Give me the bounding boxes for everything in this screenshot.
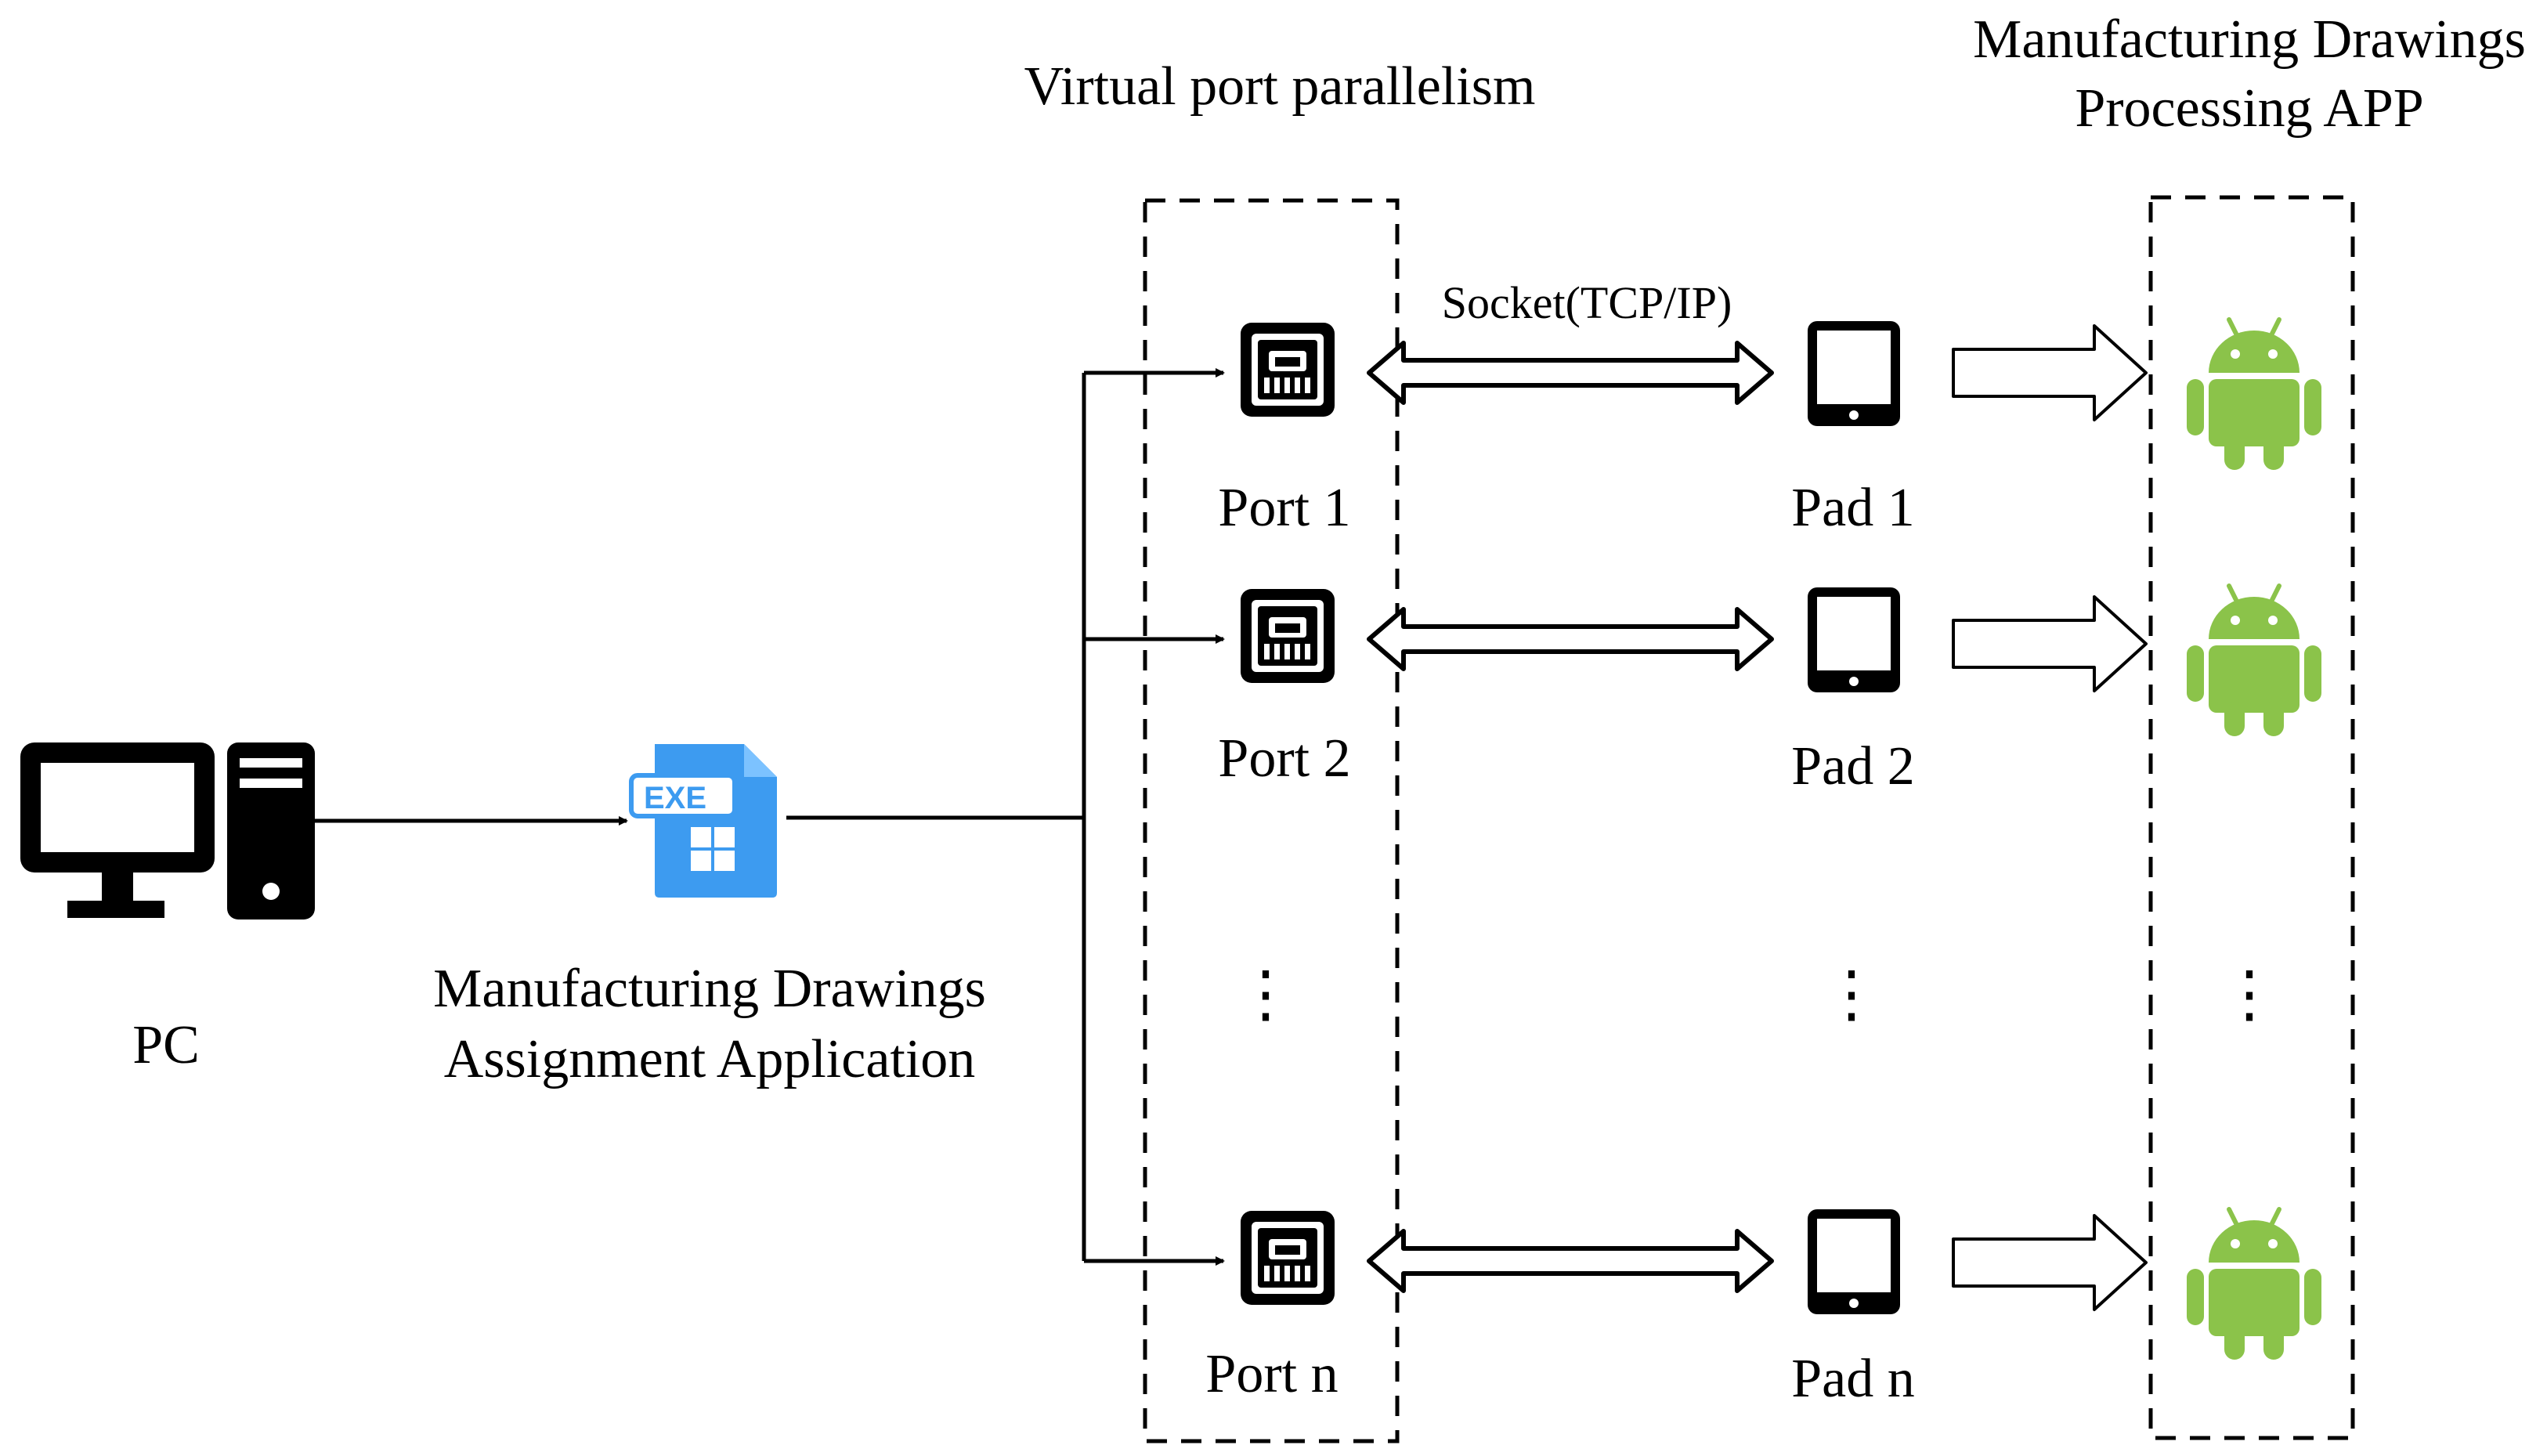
tablet-icon	[1808, 1209, 1900, 1314]
port-label: Port 1	[1218, 478, 1351, 538]
socket-label: Socket(TCP/IP)	[1441, 277, 1732, 328]
pad-label: Pad n	[1791, 1349, 1915, 1409]
port-label: Port n	[1205, 1344, 1339, 1404]
install-arrow	[1952, 324, 2148, 421]
virtual-port-title: Virtual port parallelism	[1024, 56, 1536, 117]
socket-link-arrow	[1369, 1231, 1772, 1291]
network-port-icon	[1241, 1211, 1335, 1305]
virtual-ports-dashed-box	[1143, 198, 1400, 1443]
apps-ellipsis: ⋮	[2218, 960, 2281, 1029]
network-port-icon	[1241, 589, 1335, 683]
network-port-icon	[1241, 323, 1335, 417]
pad-label: Pad 2	[1791, 736, 1915, 797]
install-arrow	[1952, 595, 2148, 692]
app-label-line2: Assignment Application	[443, 1029, 976, 1089]
pads-ellipsis: ⋮	[1820, 960, 1883, 1029]
install-arrow	[1952, 1214, 2148, 1311]
app-title-line2: Processing APP	[2075, 78, 2424, 139]
port-label: Port 2	[1218, 728, 1351, 789]
app-title-line1: Manufacturing Drawings	[1973, 9, 2526, 70]
pc-label: PC	[132, 1015, 200, 1075]
exe-file-icon	[629, 744, 777, 898]
ports-ellipsis: ⋮	[1234, 960, 1297, 1029]
desktop-computer-icon	[20, 742, 315, 919]
android-icon	[2187, 586, 2321, 736]
socket-link-arrow	[1369, 343, 1772, 403]
android-icon	[2187, 1209, 2321, 1360]
socket-link-arrow	[1369, 609, 1772, 669]
tablet-icon	[1808, 587, 1900, 692]
android-icon	[2187, 320, 2321, 470]
pad-label: Pad 1	[1791, 478, 1915, 538]
app-label-line1: Manufacturing Drawings	[433, 959, 986, 1019]
exe-badge-label: EXE	[644, 781, 707, 815]
tablet-icon	[1808, 321, 1900, 426]
